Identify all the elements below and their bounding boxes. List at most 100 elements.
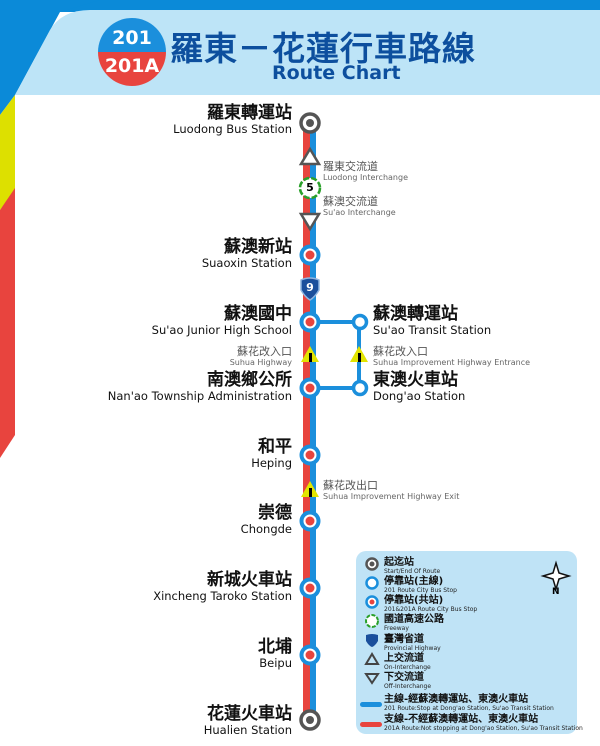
- freeway-shield-icon: [298, 176, 322, 200]
- station-name-zh: 南澳鄉公所: [207, 370, 292, 390]
- legend-label-en: 201A Route:Not stopping at Dong'ao Stati…: [384, 725, 583, 732]
- legend-label-zh: 支線-不經蘇澳轉運站、東澳火車站: [384, 714, 539, 725]
- off-interchange-icon: [364, 673, 380, 685]
- provincial-shield-icon: [366, 634, 378, 647]
- legend-label-zh: 國道高速公路: [384, 614, 444, 625]
- legend-label-en: Off-Interchange: [384, 683, 432, 690]
- page-title: 羅東－花蓮行車路線: [170, 29, 476, 68]
- shared-stop-icon: [299, 644, 321, 666]
- station-name-zh: 蘇澳國中: [224, 304, 292, 324]
- station-name-zh: 崇德: [258, 503, 292, 523]
- legend-item-main-stop: 停靠站(主線)201 Route City Bus Stop: [384, 576, 457, 594]
- freeway-shield-icon: [365, 614, 379, 628]
- main-stop-icon: [351, 313, 369, 331]
- marker-name-zh: 蘇澳交流道: [323, 195, 378, 208]
- legend-label-zh: 上交流道: [384, 653, 424, 664]
- shared-stop-icon: [299, 444, 321, 466]
- station-name-zh: 北埔: [258, 637, 292, 657]
- compass-north-label: N: [552, 587, 560, 597]
- station-name-en: Beipu: [259, 656, 292, 670]
- tunnel-warning-icon: [301, 481, 319, 497]
- main-stop-icon: [365, 576, 379, 590]
- marker-name-zh: 蘇花改出口: [323, 479, 378, 492]
- station-name-zh: 蘇澳轉運站: [373, 304, 458, 324]
- station-name-en: Xincheng Taroko Station: [153, 589, 292, 603]
- station-name-en: Luodong Bus Station: [173, 122, 292, 136]
- station-name-en: Nan'ao Township Administration: [107, 389, 292, 403]
- station-name-en: Su'ao Transit Station: [373, 323, 492, 337]
- marker-name-en: Su'ao Interchange: [323, 208, 396, 217]
- route-201a-legend-line: [360, 722, 382, 727]
- page-subtitle: Route Chart: [272, 62, 401, 84]
- shared-stop-icon: [299, 577, 321, 599]
- shared-stop-icon: [299, 510, 321, 532]
- tunnel-warning-icon: [301, 346, 319, 362]
- route-201a-line: [303, 122, 310, 720]
- shared-stop-icon: [365, 595, 379, 609]
- marker-name-zh: 羅東交流道: [323, 160, 378, 173]
- provincial-number: 9: [306, 281, 314, 294]
- provincial-shield-icon: [300, 277, 320, 301]
- station-name-en: Chongde: [240, 522, 292, 536]
- marker-name-en: Luodong Interchange: [323, 173, 408, 182]
- marker-name-zh: 蘇花改入口: [237, 345, 292, 358]
- legend-label-en: 201 Route:Stop at Dong'ao Station, Su'ao…: [384, 705, 554, 712]
- station-name-zh: 花蓮火車站: [207, 704, 292, 724]
- legend-item-shared-stop: 停靠站(共站)201&201A Route City Bus Stop: [384, 595, 477, 613]
- legend-label-en: 201&201A Route City Bus Stop: [384, 606, 478, 613]
- legend-label-zh: 下交流道: [384, 672, 424, 683]
- legend-label-zh: 主線-經蘇澳轉運站、東澳火車站: [384, 694, 529, 705]
- station-name-zh: 東澳火車站: [373, 370, 458, 390]
- compass-icon: [540, 560, 572, 592]
- marker-name-zh: 蘇花改入口: [373, 345, 428, 358]
- legend-label-en: On-Interchange: [384, 664, 431, 671]
- marker-name-en: Suhua Improvement Highway Entrance: [373, 358, 531, 367]
- marker-name-en: Suhua Highway: [229, 358, 292, 367]
- legend-label-zh: 停靠站(共站): [384, 595, 444, 606]
- station-name-zh: 新城火車站: [207, 570, 292, 590]
- route-201-legend-line: [360, 702, 382, 707]
- legend-symbols: [360, 557, 572, 727]
- legend-label-en: Start/End Of Route: [384, 568, 441, 575]
- on-interchange-icon: [298, 146, 322, 166]
- terminal-stop-icon: [365, 557, 379, 571]
- shared-stop-icon: [299, 311, 321, 333]
- station-name-zh: 蘇澳新站: [224, 237, 292, 257]
- station-name-en: Heping: [251, 456, 292, 470]
- legend-label-en: Provincial Highway: [384, 645, 441, 652]
- legend-label-zh: 停靠站(主線): [384, 576, 444, 587]
- route-201-line: [310, 122, 316, 720]
- legend-label-en: Freeway: [384, 625, 409, 632]
- legend-label-zh: 起迄站: [384, 557, 414, 568]
- freeway-number: 5: [306, 181, 314, 194]
- station-name-en: Su'ao Junior High School: [151, 323, 292, 337]
- on-interchange-icon: [364, 652, 380, 665]
- station-name-zh: 羅東轉運站: [207, 103, 292, 123]
- station-name-zh: 和平: [258, 437, 292, 457]
- legend-label-zh: 臺灣省道: [384, 634, 424, 645]
- off-interchange-icon: [298, 212, 322, 232]
